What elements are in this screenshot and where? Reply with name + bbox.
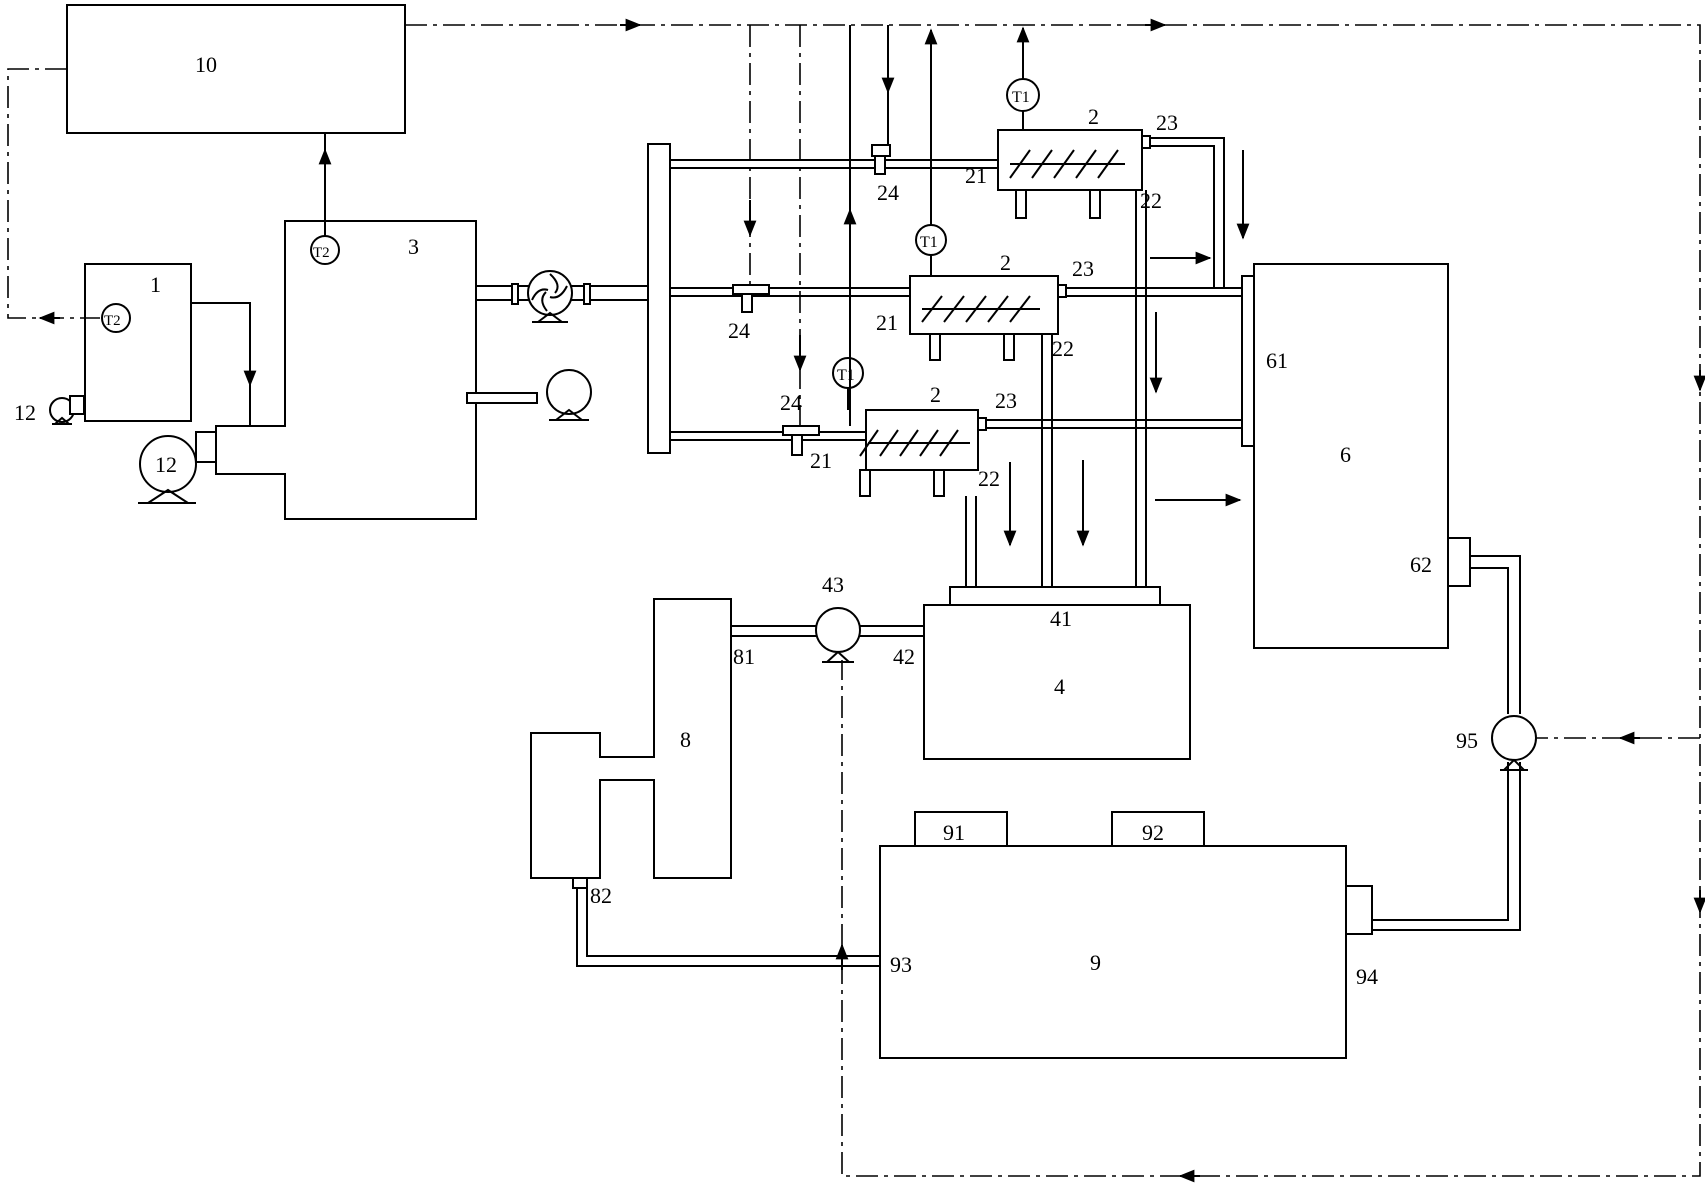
pipe-94-95-62: 95	[1372, 555, 1537, 931]
port-23-label-1: 23	[1156, 110, 1178, 135]
port-93-label: 93	[890, 952, 912, 977]
fan-12-large-icon: 12	[138, 431, 217, 504]
port-42-label: 42	[893, 644, 915, 669]
unit-8-label: 8	[680, 727, 691, 752]
reactor-2-top: T1 2 21 23 22 24	[670, 26, 1178, 219]
unit-6: 6 61 62	[1241, 263, 1471, 649]
unit-10-label: 10	[195, 52, 217, 77]
reactor-2-middle: T1 2 21 23 22 24	[670, 28, 1094, 361]
unit-4-label: 4	[1054, 674, 1065, 699]
pipe-82-to-93	[576, 888, 880, 967]
sensor-t1-label-1: T1	[1012, 89, 1030, 106]
distribution-manifold	[647, 143, 671, 454]
sensor-t1-label-2: T1	[920, 234, 938, 251]
port-61-label: 61	[1266, 348, 1288, 373]
unit-1: 1 T2	[84, 263, 192, 422]
reactor-2-label-1: 2	[1088, 104, 1099, 129]
pipe-unit1-to-unit3	[191, 302, 251, 426]
pump-95-label: 95	[1456, 728, 1478, 753]
unit-6-label: 6	[1340, 442, 1351, 467]
blower-icon	[466, 369, 592, 421]
port-94-label: 94	[1356, 964, 1378, 989]
pump-43-label: 43	[822, 572, 844, 597]
inlet-21-label-1: 21	[965, 163, 987, 188]
port-62-label: 62	[1410, 552, 1432, 577]
unit-9: 9 91 92 93 94	[879, 811, 1378, 1059]
inlet-21-label-3: 21	[810, 448, 832, 473]
unit-3: 3 T2	[215, 220, 477, 520]
control-signal-lines	[7, 18, 1705, 1183]
reactor-2-label-3: 2	[930, 382, 941, 407]
pump-43-icon: 43	[731, 572, 924, 663]
port-22-label-3: 22	[978, 466, 1000, 491]
port-92-label: 92	[1142, 820, 1164, 845]
fan-12-label-2: 12	[155, 452, 177, 477]
unit-1-label: 1	[150, 272, 161, 297]
port-23-label-3: 23	[995, 388, 1017, 413]
inlet-21-label-2: 21	[876, 310, 898, 335]
compressor-icon	[476, 270, 648, 323]
port-41-label: 41	[1050, 606, 1072, 631]
port-82-label: 82	[590, 883, 612, 908]
temperature-sensor-t2-icon	[101, 303, 131, 333]
sensor-t2-label-2: T2	[313, 245, 330, 261]
unit-4: 4 41 42	[893, 586, 1191, 760]
port-22-label-1: 22	[1140, 188, 1162, 213]
unit-3-label: 3	[408, 234, 419, 259]
unit-10: 10	[66, 4, 406, 134]
reactor-2-bottom: T1 2 21 23 22 24	[670, 357, 1017, 497]
fan-12-small-icon	[49, 395, 85, 425]
port-23-label-2: 23	[1072, 256, 1094, 281]
port-81-label: 81	[733, 644, 755, 669]
reactor-2-label-2: 2	[1000, 250, 1011, 275]
sensor-t1-label-3: T1	[837, 367, 855, 384]
fan-12-label-1: 12	[14, 400, 36, 425]
unit-9-label: 9	[1090, 950, 1101, 975]
valve-24-label-2: 24	[728, 318, 750, 343]
sensor-t2-label-1: T2	[104, 313, 121, 329]
valve-24-label-1: 24	[877, 180, 899, 205]
outlet-pipes-22	[965, 190, 1147, 587]
valve-24-label-3: 24	[780, 390, 802, 415]
unit-8: 8 81 82	[530, 598, 755, 908]
outlet-pipes-23	[986, 137, 1250, 507]
port-22-label-2: 22	[1052, 336, 1074, 361]
port-91-label: 91	[943, 820, 965, 845]
